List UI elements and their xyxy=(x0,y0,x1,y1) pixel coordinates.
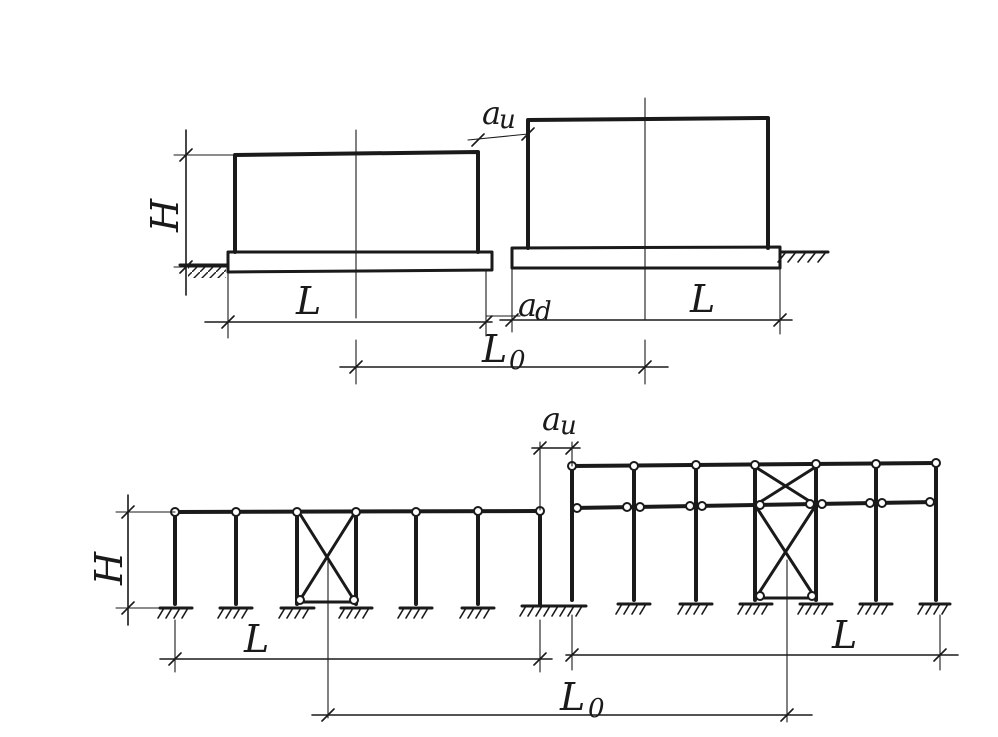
dim-L-right-bottom xyxy=(565,614,959,671)
label-au-top: a u xyxy=(482,94,516,135)
label-L0-sub: 0 xyxy=(588,694,605,724)
left-wall-block xyxy=(226,129,494,319)
label-L0-main: L xyxy=(481,327,507,371)
dim-H-bottom xyxy=(115,494,176,626)
dim-au-bottom xyxy=(531,441,581,511)
ground-top xyxy=(178,250,830,278)
label-L-left-top: L xyxy=(295,279,321,323)
label-L-right-bottom: L xyxy=(831,613,857,657)
dim-L0-top xyxy=(339,339,669,385)
dim-L-left-bottom xyxy=(159,619,553,673)
label-u-sub: u xyxy=(560,411,577,441)
dim-L-left-top xyxy=(204,269,493,339)
frame-nodes xyxy=(170,458,941,605)
label-L-left-bottom: L xyxy=(243,617,269,661)
label-L0-bottom: L 0 xyxy=(559,675,605,724)
gap-markers-top xyxy=(467,127,535,317)
right-wall-block xyxy=(510,97,782,321)
label-L0-sub: 0 xyxy=(509,346,526,376)
label-d-sub: d xyxy=(535,297,552,327)
label-L0-top: L 0 xyxy=(481,327,526,376)
dim-L0-bottom xyxy=(311,708,813,722)
label-ad-top: a d xyxy=(518,286,552,327)
label-au-bottom: a u xyxy=(542,400,577,441)
label-a: a xyxy=(542,400,561,438)
bottom-frame-elevation: H L L L 0 a u xyxy=(87,400,959,724)
fixed-supports xyxy=(157,602,952,619)
label-H-top: H xyxy=(143,198,187,233)
dim-L-right-top xyxy=(499,267,793,335)
label-L-right-top: L xyxy=(689,277,715,321)
top-wall-sections: H L L L 0 a u a d xyxy=(143,94,830,385)
label-u-sub: u xyxy=(499,105,516,135)
label-a: a xyxy=(518,286,537,324)
label-H-bottom: H xyxy=(87,551,131,586)
dim-H-top xyxy=(173,129,236,296)
label-L0-main: L xyxy=(559,675,585,719)
label-a: a xyxy=(482,94,501,132)
